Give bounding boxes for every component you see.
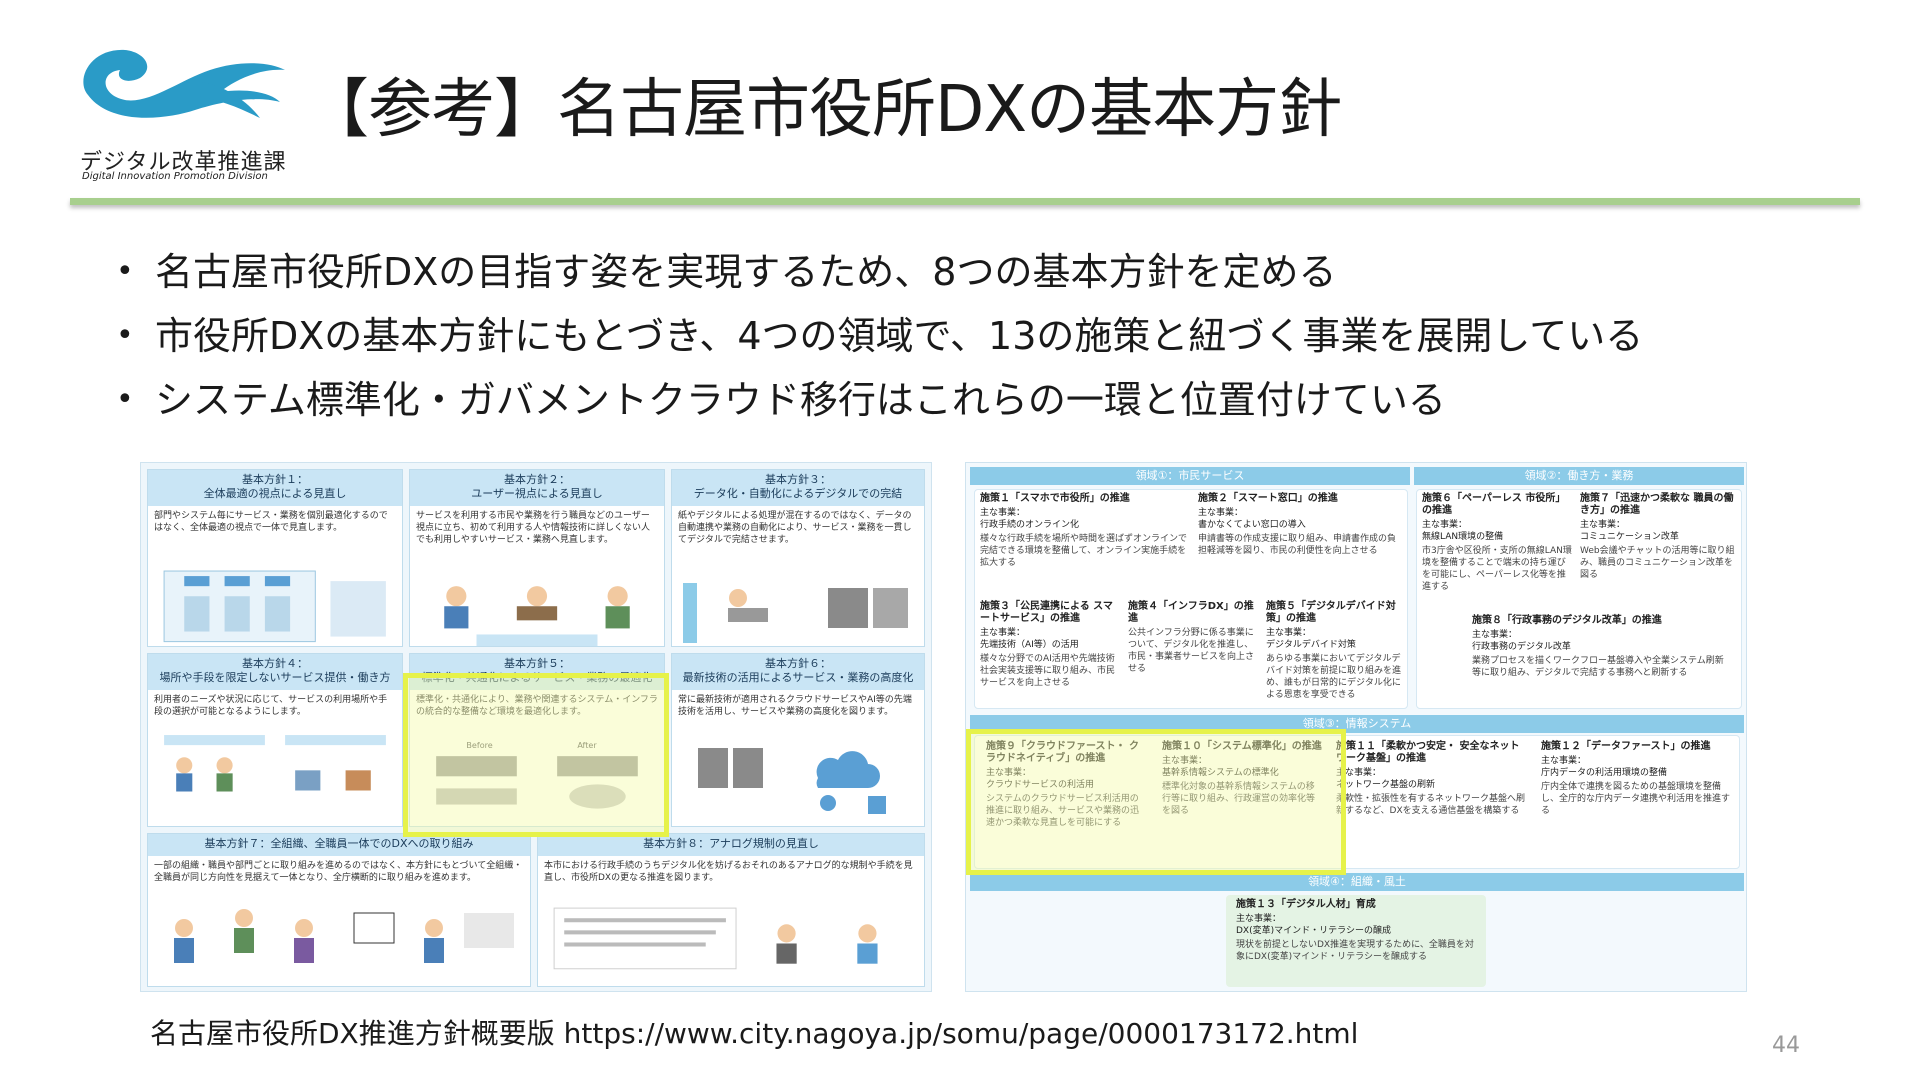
standardization-highlight: [403, 673, 669, 837]
page-number: 44: [1772, 1033, 1800, 1058]
policy-heading: 基本方針６：最新技術の活用によるサービス・業務の高度化: [672, 654, 924, 690]
bullet-item: • 名古屋市役所DXの目指す姿を実現するため、8つの基本方針を定める: [110, 240, 1810, 304]
policy-description: 紙やデジタルによる処理が混在するのではなく、データの自動連携や業務の自動化により…: [678, 511, 912, 545]
policy-description: 標準化・共通化により、業務や関連するシステム・インフラの統合的な整備など環境を最…: [416, 695, 658, 717]
area-4-container: [1226, 895, 1486, 987]
bullet-marker: •: [116, 382, 134, 417]
policy-panel-7: 基本方針７：全組織、全職員一体でのDXへの取り組み 一部の組織・職員や部門ごとに…: [147, 833, 531, 987]
measure-4: 施策４「インフラDX」の推進 公共インフラ分野に係る事業について、デジタル化を推…: [1128, 601, 1255, 674]
all-staff-illustration-icon: [174, 909, 514, 963]
measure-7: 施策７「迅速かつ柔軟な 職員の働き方」の推進 主な事業： コミュニケーション改革…: [1580, 493, 1735, 580]
system-standardization-highlight: [966, 729, 1346, 875]
logo-division-name-en: Digital Innovation Promotion Division: [82, 171, 268, 182]
policy-heading: 基本方針４：場所や手段を限定しないサービス提供・働き方: [148, 654, 402, 690]
dx-wave-logo-icon: [83, 49, 285, 118]
bullet-item: • 市役所DXの基本方針にもとづき、4つの領域で、13の施策と紐づく事業を展開して…: [110, 304, 1810, 368]
measure-10: 施策１０「システム標準化」の推進 主な事業： 基幹系情報システムの標準化 標準化…: [1162, 741, 1322, 816]
policy-heading: 基本方針１：全体最適の視点による見直し: [148, 470, 402, 506]
area-3-container: [974, 735, 1740, 869]
bullet-item: • システム標準化・ガバメントクラウド移行はこれらの一環と位置付けている: [110, 368, 1810, 432]
bullet-marker: •: [116, 318, 134, 353]
measure-3: 施策３「公民連携による スマートサービス」の推進 主な事業： 先端技術（AI等）…: [980, 601, 1116, 688]
division-logo: デジタル改革推進課 Digital Innovation Promotion D…: [70, 40, 300, 190]
policy-heading: 基本方針８：アナログ規制の見直し: [538, 834, 924, 856]
measure-13: 施策１３「デジタル人材」育成 主な事業： DX(変革)マインド・リテラシーの醸成…: [1236, 899, 1474, 962]
analog-regulation-illustration-icon: [553, 907, 878, 970]
measure-11: 施策１１「柔軟かつ安定・ 安全なネットワーク基盤」の推進 主な事業： ネットワー…: [1336, 741, 1526, 816]
policy-panel-6: 基本方針６：最新技術の活用によるサービス・業務の高度化 常に最新技術が適用される…: [671, 653, 925, 827]
measure-8: 施策８「行政事務のデジタル改革」の推進 主な事業： 行政事務のデジタル改革 業務…: [1472, 615, 1724, 678]
area-3-header: 領域③：情報システム: [970, 715, 1744, 733]
policy-panel-2: 基本方針２：ユーザー視点による見直し サービスを利用する市民や業務を行う職員など…: [409, 469, 665, 647]
measure-1: 施策１「スマホで市役所」の推進 主な事業： 行政手続のオンライン化 様々な行政手…: [980, 493, 1188, 568]
anywhere-service-illustration-icon: [164, 735, 386, 792]
measure-6: 施策６「ペーパーレス 市役所」の推進 主な事業： 無線LAN環境の整備 市3庁舎…: [1422, 493, 1572, 592]
after-label: After: [577, 741, 597, 750]
area-1-header: 領域①：市民サービス: [970, 467, 1410, 485]
title-divider: [70, 198, 1860, 205]
bullet-text: システム標準化・ガバメントクラウド移行はこれらの一環と位置付けている: [155, 378, 1446, 422]
policy-panel-1: 基本方針１：全体最適の視点による見直し 部門やシステム毎にサービス・業務を個別最…: [147, 469, 403, 647]
page-title: 【参考】名古屋市役所DXの基本方針: [305, 73, 1342, 147]
policy-description: 部門やシステム毎にサービス・業務を個別最適化するのではなく、全体最適の視点で一体…: [154, 511, 388, 533]
area-1-container: [974, 489, 1408, 709]
measure-9: 施策９「クラウドファースト・ クラウドネイティブ」の推進 主な事業： クラウドサ…: [986, 741, 1140, 828]
basic-policies-figure: 基本方針１：全体最適の視点による見直し 部門やシステム毎にサービス・業務を個別最…: [140, 462, 932, 992]
policy-panel-8: 基本方針８：アナログ規制の見直し 本市における行政手続のうちデジタル化を妨げるお…: [537, 833, 925, 987]
logo-division-name: デジタル改革推進課: [80, 150, 287, 175]
area-2-header: 領域②：働き方・業務: [1414, 467, 1744, 485]
policy-description: サービスを利用する市民や業務を行う職員などのユーザー視点に立ち、初めて利用する人…: [416, 511, 651, 545]
policy-description: 常に最新技術が適用されるクラウドサービスやAI等の先端技術を活用し、サービスや業…: [678, 695, 912, 717]
org-matrix-illustration-icon: [163, 570, 386, 643]
bullet-text: 名古屋市役所DXの目指す姿を実現するため、8つの基本方針を定める: [155, 250, 1337, 294]
measure-5: 施策５「デジタルデバイド対策」の推進 主な事業： デジタルデバイド対策 あらゆる…: [1266, 601, 1402, 700]
user-viewpoint-illustration-icon: [444, 586, 630, 646]
cloud-ai-illustration-icon: [698, 748, 886, 814]
policy-panel-3: 基本方針３：データ化・自動化によるデジタルでの完結 紙やデジタルによる処理が混在…: [671, 469, 925, 647]
policy-description: 本市における行政手続のうちデジタル化を妨げるおそれのあるアナログ的な規制や手続を…: [544, 861, 913, 883]
source-citation: 名古屋市役所DX推進方針概要版 https://www.city.nagoya.…: [150, 1017, 1359, 1050]
policy-heading: 基本方針３：データ化・自動化によるデジタルでの完結: [672, 470, 924, 506]
policy-panel-5: 基本方針５：標準化・共通化によるサービス・業務の最適化 標準化・共通化により、業…: [409, 653, 665, 827]
measure-2: 施策２「スマート窓口」の推進 主な事業： 書かなくてよい窓口の導入 申請書等の作…: [1198, 493, 1397, 556]
policy-panel-4: 基本方針４：場所や手段を限定しないサービス提供・働き方 利用者のニーズや状況に応…: [147, 653, 403, 827]
bullet-marker: •: [116, 254, 134, 289]
dx-measures-figure: 領域①：市民サービス 施策１「スマホで市役所」の推進 主な事業： 行政手続のオン…: [965, 462, 1747, 992]
before-label: Before: [466, 741, 492, 750]
bullet-text: 市役所DXの基本方針にもとづき、4つの領域で、13の施策と紐づく事業を展開してい…: [155, 314, 1644, 358]
policy-heading: 基本方針２：ユーザー視点による見直し: [410, 470, 664, 506]
policy-description: 利用者のニーズや状況に応じて、サービスの利用場所や手段の選択が可能となるようにし…: [154, 695, 388, 717]
data-automation-illustration-icon: [683, 583, 908, 643]
policy-description: 一部の組織・職員や部門ごとに取り組みを進めるのではなく、本方針にもとづいて全組織…: [154, 861, 523, 883]
area-2-container: [1416, 489, 1742, 709]
standardization-illustration-icon: Before After: [436, 741, 638, 809]
policy-heading: 基本方針７：全組織、全職員一体でのDXへの取り組み: [148, 834, 530, 856]
measure-12: 施策１２「データファースト」の推進 主な事業： 庁内データの利活用環境の整備 庁…: [1541, 741, 1731, 816]
area-4-header: 領域④：組織・風土: [970, 873, 1744, 891]
bullet-list: • 名古屋市役所DXの目指す姿を実現するため、8つの基本方針を定める • 市役所DX…: [110, 240, 1810, 432]
